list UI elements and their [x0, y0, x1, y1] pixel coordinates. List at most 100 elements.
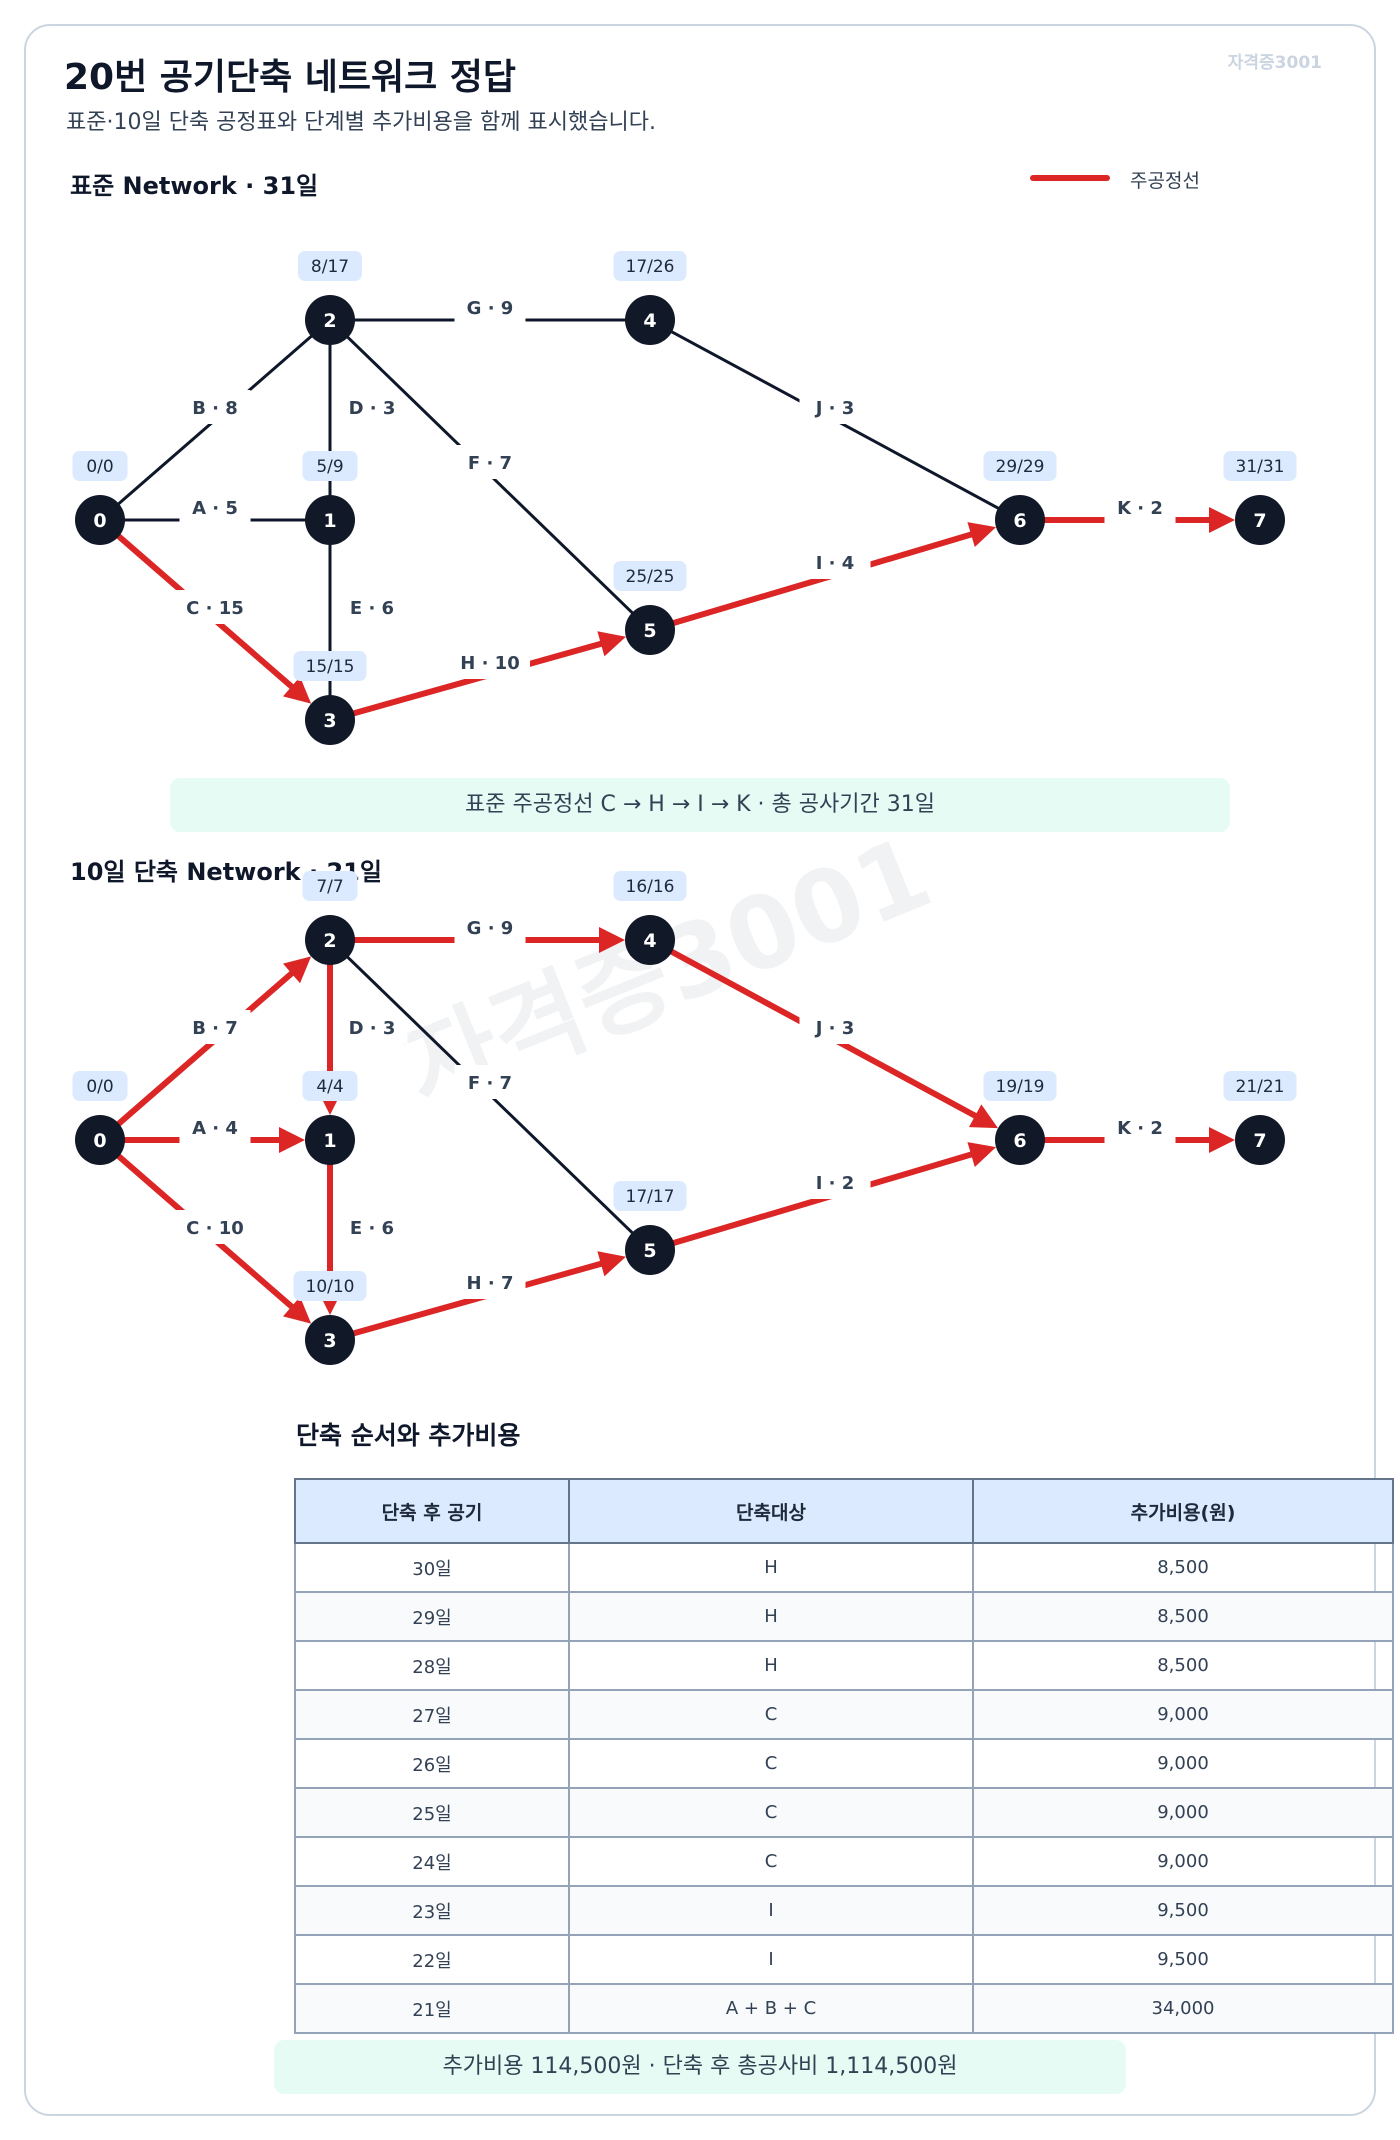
activity-label-bg [454, 910, 526, 944]
legend-critical-line [1030, 175, 1110, 181]
node-time-label: 8/17 [311, 257, 349, 277]
activity-label: I · 4 [816, 553, 855, 574]
event-node-3: 10/103 [293, 1271, 367, 1365]
activity-label-bg [336, 590, 408, 624]
cell-duration: 30일 [294, 1542, 570, 1593]
activity-h: H · 10 [351, 631, 626, 717]
activity-label-bg [175, 1210, 255, 1244]
cell-target: C [568, 1836, 974, 1887]
node-time-label: 16/16 [626, 877, 675, 897]
node-circle [305, 915, 355, 965]
activity-arrowhead [599, 927, 625, 953]
activity-label-bg [179, 490, 251, 524]
cell-cost: 9,000 [972, 1738, 1394, 1789]
activity-label: G · 9 [467, 298, 514, 319]
node-time-label: 0/0 [86, 457, 113, 477]
event-node-4: 17/26 4 [613, 251, 687, 345]
activity-arrowhead [597, 1251, 626, 1277]
event-node-4: 16/164 [613, 871, 687, 965]
activity-label-bg [336, 1210, 408, 1244]
activity-i: I · 4 [670, 522, 997, 626]
node-time-badge [613, 1181, 687, 1211]
node-circle [625, 295, 675, 345]
activity-c: C · 15 [115, 533, 312, 704]
node-number: 4 [643, 310, 656, 332]
activity-label: D · 3 [349, 398, 396, 419]
activity-label: D · 3 [349, 1018, 396, 1039]
node-time-badge [72, 451, 128, 481]
cell-cost: 8,500 [972, 1542, 1394, 1593]
node-number: 2 [323, 930, 336, 952]
standard-network-title: 표준 Network · 31일 [70, 172, 319, 200]
activity-h: H · 7 [351, 1251, 626, 1337]
node-time-label: 17/17 [626, 1187, 675, 1207]
activity-label-bg [336, 390, 408, 424]
event-node-3: 15/153 [293, 651, 367, 745]
cell-target: I [568, 1934, 974, 1985]
node-circle [75, 1115, 125, 1165]
activity-label-bg [1104, 490, 1176, 524]
node-time-badge [302, 1071, 358, 1101]
event-node-6: 19/196 [983, 1071, 1057, 1165]
event-node-5: 25/255 [613, 561, 687, 655]
cell-target: H [568, 1640, 974, 1691]
node-number: 0 [93, 1130, 106, 1152]
node-time-label: 25/25 [626, 567, 675, 587]
node-number: 1 [323, 510, 336, 532]
node-circle [995, 1115, 1045, 1165]
activity-label: H · 7 [467, 1273, 514, 1294]
cell-target: A + B + C [568, 1983, 974, 2034]
activity-g: G · 9 [352, 910, 625, 953]
activity-arrowhead [282, 1296, 312, 1324]
activity-label-bg [454, 290, 526, 324]
event-node-2: 8/172 [298, 251, 362, 345]
node-number: 6 [1013, 510, 1026, 532]
cell-target: C [568, 1738, 974, 1789]
activity-d: D · 3 [328, 343, 408, 497]
activity-b: B · 7 [115, 956, 312, 1127]
cell-cost: 9,000 [972, 1836, 1394, 1887]
event-node-6: 29/296 [983, 451, 1057, 545]
activity-label: G · 9 [467, 918, 514, 939]
activity-label-bg [799, 1010, 871, 1044]
node-time-badge [302, 871, 358, 901]
activity-label-bg [799, 545, 871, 579]
cell-target: H [568, 1591, 974, 1642]
node-time-badge [302, 451, 358, 481]
node-circle [305, 1115, 355, 1165]
brand-mark: 자격증3001 [1227, 53, 1322, 73]
node-time-badge [983, 1071, 1057, 1101]
activity-f: F · 7 [346, 335, 634, 615]
node-time-badge [298, 251, 362, 281]
event-node-1: 4/41 [302, 1071, 358, 1165]
node-time-label: 17/26 [626, 257, 675, 277]
activity-e: E · 6 [328, 543, 408, 697]
node-circle [305, 695, 355, 745]
activity-g: G · 9 [353, 290, 627, 324]
cell-cost: 8,500 [972, 1640, 1394, 1691]
activity-label-bg [179, 1010, 251, 1044]
activity-j: J · 3 [670, 330, 1000, 510]
node-circle [305, 495, 355, 545]
node-circle [625, 915, 675, 965]
activity-label: A · 5 [192, 498, 238, 519]
node-circle [305, 1315, 355, 1365]
cell-target: I [568, 1885, 974, 1936]
activity-a: A · 5 [123, 490, 307, 524]
activity-label: E · 6 [350, 1218, 394, 1239]
event-node-1: 5/91 [302, 451, 358, 545]
event-node-7: 31/317 [1223, 451, 1297, 545]
node-time-label: 21/21 [1236, 1077, 1285, 1097]
cell-cost: 8,500 [972, 1591, 1394, 1642]
activity-arrowhead [967, 1142, 997, 1167]
activity-label: C · 15 [186, 598, 244, 619]
